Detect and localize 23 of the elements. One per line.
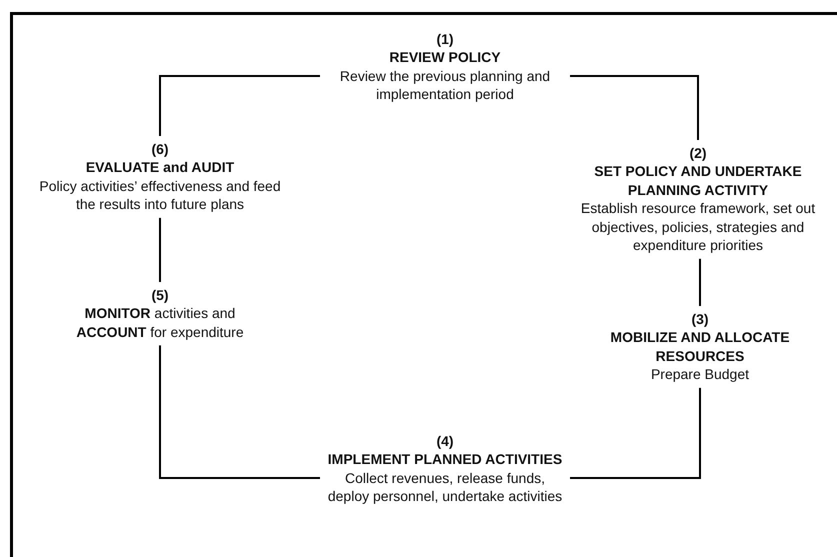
step-number: (3) <box>690 310 710 328</box>
connector-line <box>699 258 701 306</box>
step-number: (6) <box>150 140 170 158</box>
connector-line <box>159 74 320 136</box>
connector-line <box>159 218 161 282</box>
step-description: Review the previous planning and implementation period <box>338 66 552 104</box>
step-number: (5) <box>150 286 170 304</box>
step-title: REVIEW POLICY <box>388 48 502 67</box>
connector-line <box>570 388 701 479</box>
connector-line <box>159 345 320 479</box>
connector-line <box>570 74 699 140</box>
step-number: (1) <box>435 30 455 48</box>
step-title: SET POLICY AND UNDERTAKE PLANNING ACTIVITY <box>593 162 803 200</box>
step-description: Prepare Budget <box>650 365 750 384</box>
step-description: Collect revenues, release funds, deploy personnel, undertake activities <box>326 468 564 506</box>
step-number: (4) <box>435 432 455 450</box>
step-description: Policy activities’ effectiveness and feed the results into future plans <box>38 176 282 214</box>
step-title: EVALUATE and AUDIT <box>84 158 236 177</box>
step-description: MONITOR activities and ACCOUNT for expenditure <box>75 304 245 342</box>
step-title: MOBILIZE AND ALLOCATE RESOURCES <box>609 328 791 366</box>
step-title: IMPLEMENT PLANNED ACTIVITIES <box>326 450 564 469</box>
step-number: (2) <box>688 144 708 162</box>
step-description: Establish resource framework, set out objectives, policies, strategies and expenditure priorities <box>580 199 816 255</box>
